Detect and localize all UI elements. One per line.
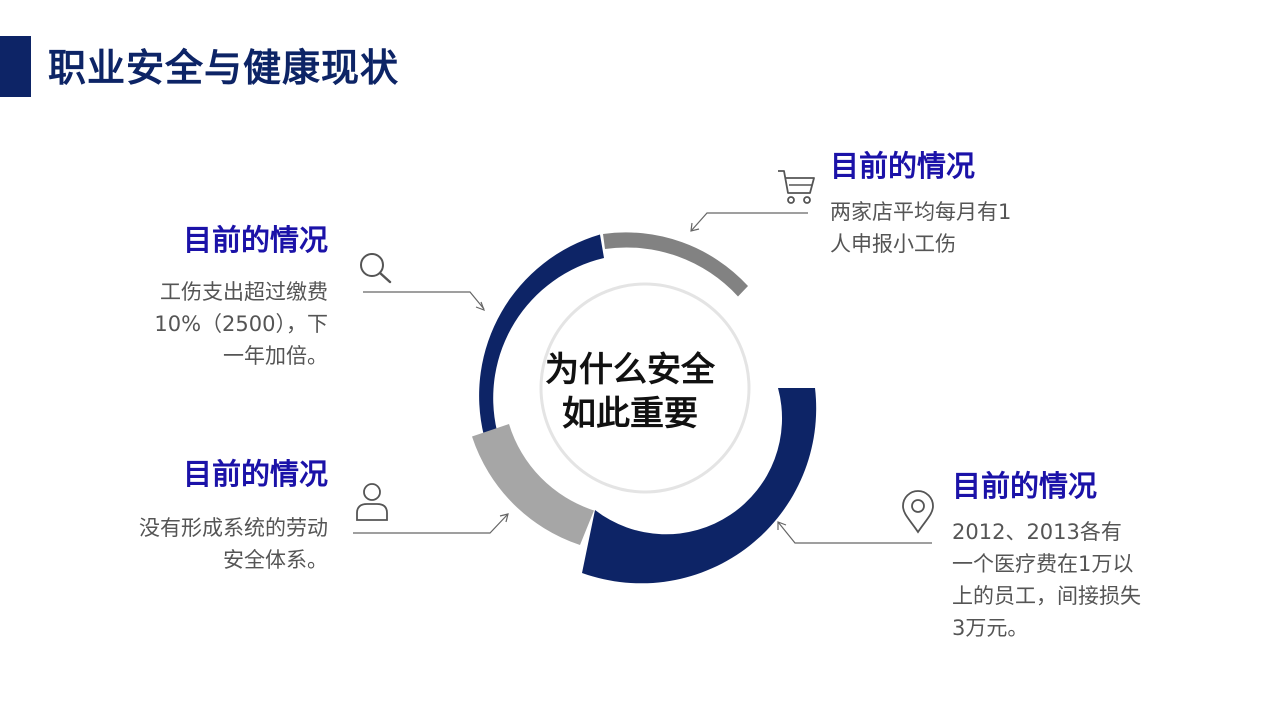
connector-bottom-left xyxy=(353,513,509,534)
block-top-right: 目前的情况 两家店平均每月有1 人申报小工伤 xyxy=(830,146,1070,260)
block-heading: 目前的情况 xyxy=(952,469,1098,503)
block-bottom-right: 目前的情况 2012、2013各有 一个医疗费在1万以 上的员工，间接损失 3万… xyxy=(952,466,1192,644)
page-title: 职业安全与健康现状 xyxy=(48,46,400,90)
shopping-cart-icon xyxy=(778,170,815,204)
connector-bottom-right xyxy=(777,521,932,544)
segment-bottom-right xyxy=(582,388,817,584)
search-icon xyxy=(360,253,392,284)
block-bottom-left: 目前的情况 没有形成系统的劳动 安全体系。 xyxy=(96,454,328,576)
connector-top-left xyxy=(363,291,485,310)
connector-top-right-arrowhead xyxy=(690,222,700,232)
block-body: 2012、2013各有 一个医疗费在1万以 上的员工，间接损失 3万元。 xyxy=(952,520,1141,640)
connector-bottom-right-arrowhead xyxy=(777,521,787,530)
block-body: 两家店平均每月有1 人申报小工伤 xyxy=(830,200,1012,256)
title-accent-bar xyxy=(0,36,31,97)
connector-bottom-left-arrowhead xyxy=(499,513,509,523)
user-icon xyxy=(356,483,388,521)
block-heading: 目前的情况 xyxy=(182,457,328,491)
center-title-line-2: 如此重要 xyxy=(562,394,698,434)
center-title-line-1: 为什么安全 xyxy=(545,350,715,390)
connector-top-right xyxy=(690,212,808,232)
connector-top-left-arrowhead xyxy=(475,301,486,312)
block-heading: 目前的情况 xyxy=(830,149,976,183)
segment-top-right xyxy=(603,232,748,297)
segment-top-left xyxy=(479,234,604,436)
segment-bottom-left xyxy=(472,424,594,545)
block-heading: 目前的情况 xyxy=(182,223,328,257)
block-body: 没有形成系统的劳动 安全体系。 xyxy=(139,516,328,572)
block-top-left: 目前的情况 工伤支出超过缴费 10%（2500），下 一年加倍。 xyxy=(96,220,328,372)
block-body: 工伤支出超过缴费 10%（2500），下 一年加倍。 xyxy=(154,280,328,368)
inner-ring xyxy=(539,282,751,494)
center-title: 为什么安全 如此重要 xyxy=(520,348,740,436)
location-pin-icon xyxy=(902,490,934,534)
